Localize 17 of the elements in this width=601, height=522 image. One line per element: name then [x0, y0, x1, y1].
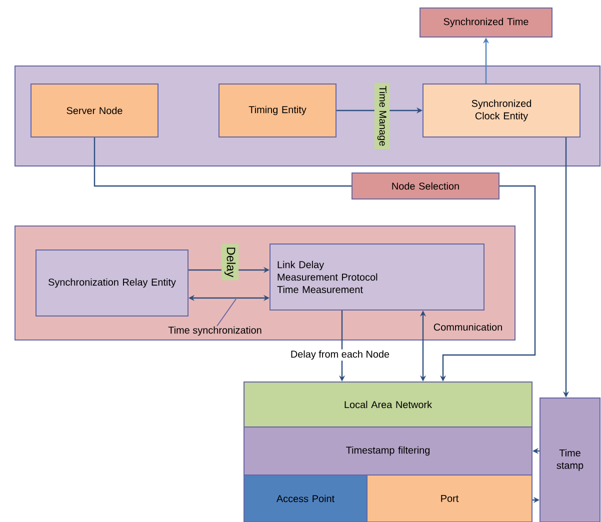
edge-label: Time Manage: [374, 82, 390, 150]
layer-box: Port: [366, 474, 532, 522]
process-box: Time stamp: [540, 398, 600, 522]
layer-box: Timestamp filtering: [244, 426, 532, 476]
process-box: Timing Entity: [218, 84, 336, 138]
edge-label: Delay from each Node: [289, 349, 391, 361]
process-box: Synchronized Clock Entity: [422, 84, 580, 138]
edge-label: Delay: [221, 244, 239, 280]
process-box: Synchronization Relay Entity: [36, 250, 188, 316]
layer-box: Access Point: [244, 474, 368, 522]
edge-label: Time synchronization: [168, 326, 262, 336]
layer-box: Local Area Network: [244, 382, 532, 428]
process-box: Server Node: [30, 84, 158, 138]
process-box: Node Selection: [352, 172, 500, 200]
edge-label: Communication: [434, 323, 502, 331]
process-box: Link Delay Measurement Protocol Time Measurement: [270, 244, 484, 310]
output-box: Synchronized Time: [420, 8, 552, 38]
